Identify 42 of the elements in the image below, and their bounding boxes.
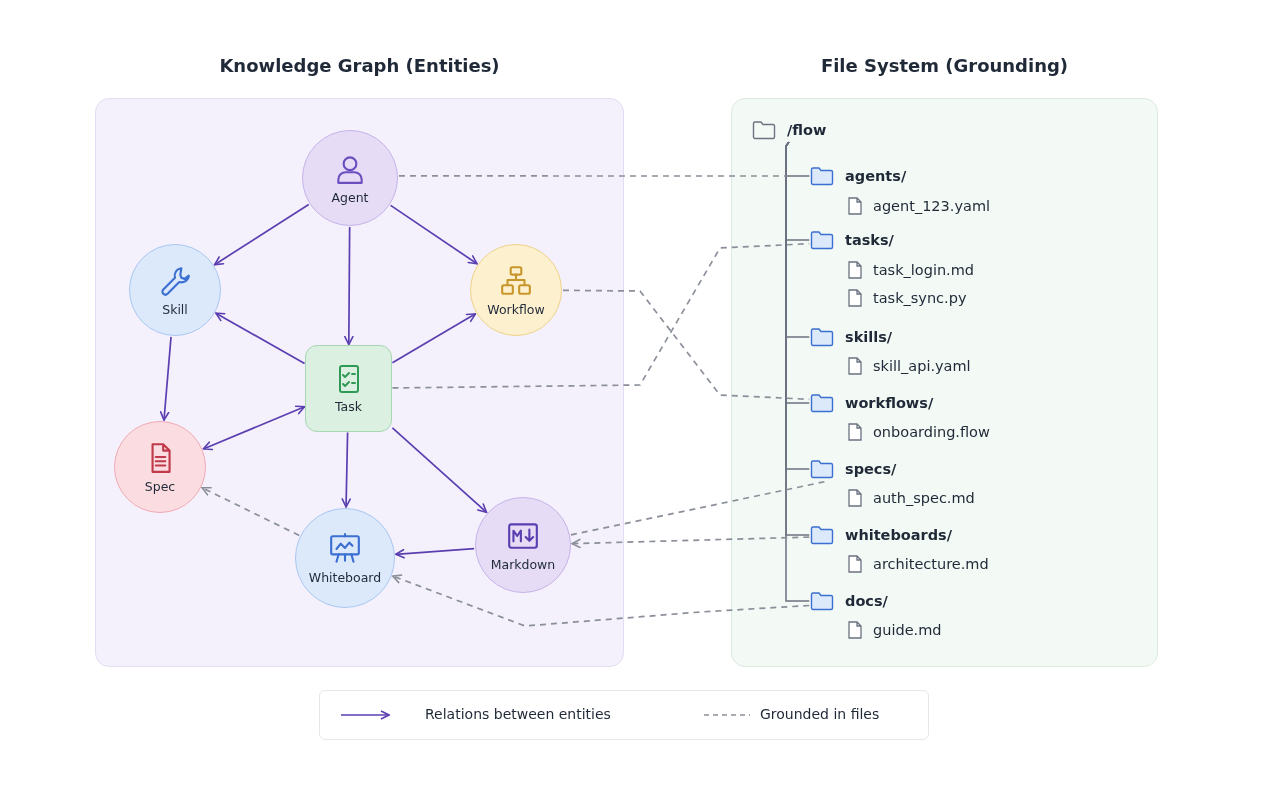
legend-text: Relations between entities [425,706,611,722]
dashed-connector [398,175,811,177]
file-name: task_login.md [873,262,975,278]
file-name: auth_spec.md [873,490,975,506]
panel-title: File System (Grounding) [819,55,1070,76]
file-name: onboarding.flow [873,424,990,440]
file-name: guide.md [873,622,942,638]
node-label: Markdown [490,556,556,572]
arrow [395,547,475,559]
folder-name: whiteboards/ [845,527,953,543]
node-label: Skill [162,301,188,317]
node-label: Whiteboard [308,569,382,585]
arrow [159,335,172,422]
file-name: skill_api.yaml [873,358,971,374]
arrow [215,312,306,365]
node-label: Workflow [487,301,545,317]
dashed-connector [571,536,811,549]
entity-box [305,345,392,432]
folder-name: docs/ [845,593,888,609]
dashed-connector [201,486,301,537]
folder-name: tasks/ [845,232,894,248]
arrow [344,226,354,346]
arrow [341,431,351,508]
panel-title: Knowledge Graph (Entities) [218,55,501,76]
arrow [391,427,488,514]
file-name: agent_123.yaml [873,198,991,214]
folder-name: specs/ [845,461,897,477]
arrow [391,312,477,364]
folder-name: skills/ [845,329,893,345]
arrow [389,204,478,265]
node-label: Spec [144,478,176,494]
arrow [213,203,310,266]
folder-name: workflows/ [845,395,934,411]
dashed-connector [391,574,811,627]
file-name: architecture.md [873,556,989,572]
legend-text: Grounded in files [760,706,880,722]
node-label: Agent [331,189,369,205]
node-label: Task [335,399,362,414]
file-name: task_sync.py [873,290,967,306]
arrow [202,405,306,451]
folder-name: agents/ [845,168,907,184]
folder-name: /flow [787,122,827,138]
